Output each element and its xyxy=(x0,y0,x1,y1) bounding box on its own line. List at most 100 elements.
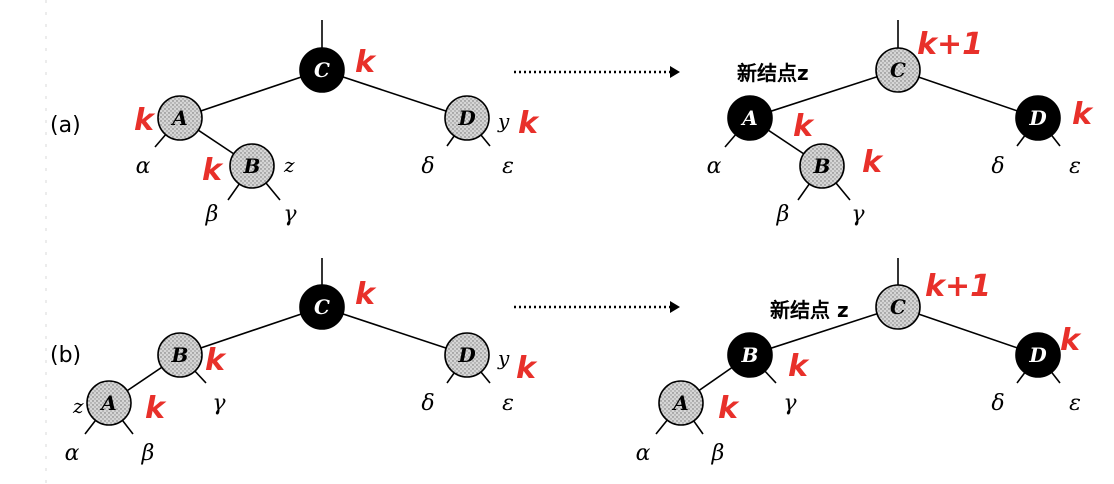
subtree-label: γ xyxy=(283,202,297,227)
subtree-edge xyxy=(480,371,491,384)
subtree-label: δ xyxy=(991,391,1004,416)
new-node-label: 新结点 z xyxy=(770,298,849,322)
height-annotation: k xyxy=(134,103,156,138)
node-key: A xyxy=(740,106,758,130)
subtree-label: α xyxy=(707,154,722,179)
node-circle xyxy=(157,332,203,378)
node-d: D xyxy=(444,95,490,141)
node-key: A xyxy=(99,391,117,415)
subtree-edge xyxy=(655,419,668,435)
node-c: C xyxy=(299,47,345,93)
subtree-edge xyxy=(446,135,455,147)
height-annotation: k xyxy=(862,145,884,180)
height-annotation: k xyxy=(788,349,810,384)
height-annotation: k xyxy=(516,351,538,386)
node-key: D xyxy=(1028,343,1047,367)
arrow-head-icon xyxy=(670,301,680,313)
node-b: B xyxy=(229,143,275,189)
subtree-edge xyxy=(764,370,777,384)
subtree-edge xyxy=(227,183,240,201)
node-d: D xyxy=(444,332,490,378)
node-circle xyxy=(799,143,845,189)
height-annotation: k+1 xyxy=(925,269,991,304)
node-circle xyxy=(299,47,345,93)
node-circle xyxy=(86,380,132,426)
node-key: B xyxy=(813,154,831,178)
node-key: B xyxy=(243,154,261,178)
subtree-edge xyxy=(1050,134,1061,147)
node-circle xyxy=(1015,332,1061,378)
node-circle xyxy=(727,332,773,378)
panel-label: (a) xyxy=(50,113,81,138)
new-node-label: 新结点z xyxy=(737,61,809,85)
node-a: A xyxy=(727,95,773,141)
tree-edge xyxy=(749,69,899,119)
height-annotation: k xyxy=(718,391,740,426)
subtree-label: α xyxy=(136,154,151,179)
node-key: C xyxy=(890,295,906,319)
subtree-label: β xyxy=(711,441,725,466)
node-circle xyxy=(229,143,275,189)
tree-edge xyxy=(897,69,1039,119)
subtree-label: β xyxy=(141,441,155,466)
height-annotation: k xyxy=(205,343,227,378)
subtree-edge xyxy=(121,419,134,435)
pointer-label: z xyxy=(283,153,295,177)
node-b: B xyxy=(157,332,203,378)
subtree-label: ε xyxy=(502,154,514,179)
tree-edge xyxy=(321,306,468,356)
subtree-edge xyxy=(480,134,491,147)
node-circle xyxy=(444,332,490,378)
height-annotation: k xyxy=(518,106,540,141)
node-key: C xyxy=(890,58,906,82)
node-key: C xyxy=(314,295,330,319)
height-annotation: k xyxy=(145,391,167,426)
subtree-label: ε xyxy=(1069,154,1081,179)
tree-edge xyxy=(321,69,468,119)
pointer-label: y xyxy=(497,346,510,370)
panel-label: (b) xyxy=(50,343,81,368)
pointer-label: y xyxy=(497,109,510,133)
subtree-label: δ xyxy=(421,391,434,416)
tree-edge xyxy=(749,306,899,356)
subtree-label: ε xyxy=(502,391,514,416)
tree-edge xyxy=(179,306,323,356)
node-key: D xyxy=(457,343,476,367)
height-annotation: k xyxy=(355,45,377,80)
node-key: D xyxy=(1028,106,1047,130)
node-circle xyxy=(875,47,921,93)
subtree-label: β xyxy=(776,202,790,227)
subtree-edge xyxy=(1050,371,1061,384)
node-circle xyxy=(658,380,704,426)
subtree-label: γ xyxy=(783,391,797,416)
node-b: B xyxy=(727,332,773,378)
subtree-edge xyxy=(693,420,704,435)
subtree-edge xyxy=(724,134,737,148)
subtree-edge xyxy=(84,419,97,435)
node-key: A xyxy=(170,106,188,130)
node-a: A xyxy=(658,380,704,426)
node-circle xyxy=(1015,95,1061,141)
subtree-edge xyxy=(265,182,281,201)
tree-edge xyxy=(897,306,1039,356)
node-circle xyxy=(157,95,203,141)
node-key: C xyxy=(314,58,330,82)
height-annotation: k xyxy=(793,109,815,144)
subtree-label: β xyxy=(205,202,219,227)
node-key: A xyxy=(671,391,689,415)
node-c: C xyxy=(299,284,345,330)
subtree-edge xyxy=(1016,372,1026,384)
node-d: D xyxy=(1015,332,1061,378)
height-annotation: k xyxy=(1060,323,1082,358)
subtree-edge xyxy=(446,372,455,384)
node-d: D xyxy=(1015,95,1061,141)
pointer-label: z xyxy=(72,394,84,418)
arrow-head-icon xyxy=(670,66,680,78)
subtree-edge xyxy=(154,134,167,148)
node-circle xyxy=(875,284,921,330)
subtree-edge xyxy=(194,370,207,384)
subtree-edge xyxy=(835,182,851,201)
height-annotation: k xyxy=(202,153,224,188)
subtree-edge xyxy=(1016,135,1026,147)
